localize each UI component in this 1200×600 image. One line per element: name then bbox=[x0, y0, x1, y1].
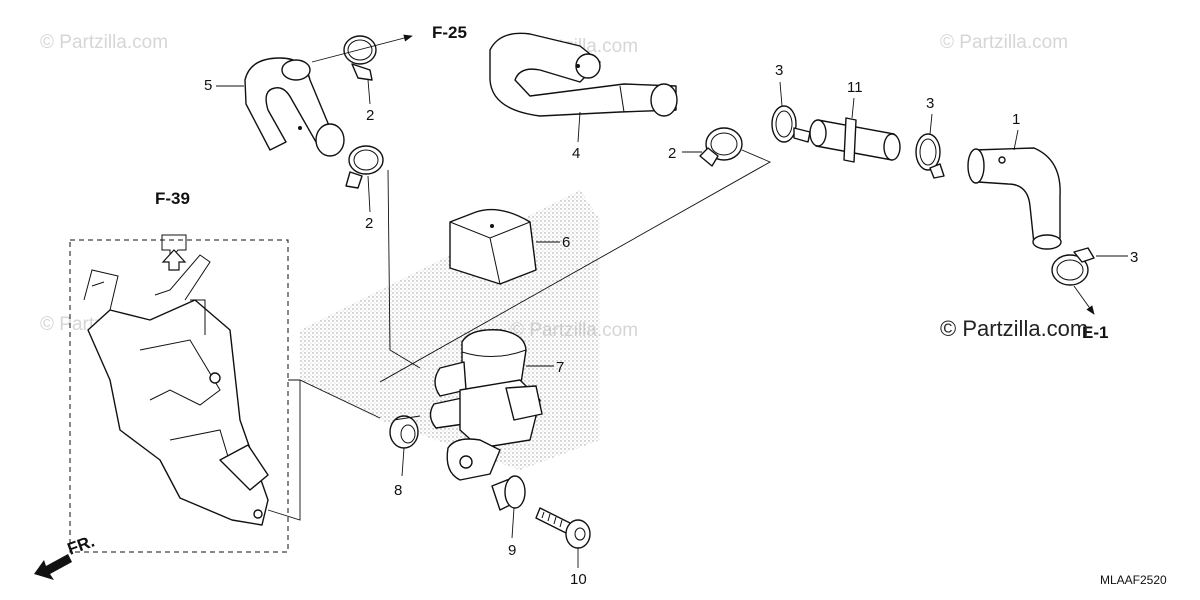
callout-5: 5 bbox=[204, 77, 212, 94]
callout-10: 10 bbox=[570, 571, 587, 588]
callout-8: 8 bbox=[394, 482, 402, 499]
part-1-elbow bbox=[967, 147, 1062, 250]
watermark-main: © Partzilla.com bbox=[940, 316, 1088, 341]
callout-2: 2 bbox=[365, 215, 373, 232]
callout-3: 3 bbox=[1130, 249, 1138, 266]
callout-2: 2 bbox=[668, 145, 676, 162]
ref-f25: F-25 bbox=[432, 23, 467, 42]
part-10-bolt bbox=[535, 507, 591, 549]
callout-4: 4 bbox=[572, 145, 580, 162]
part-6-cover bbox=[449, 208, 537, 285]
part-3-clamp bbox=[1051, 247, 1095, 286]
part-7-valve bbox=[429, 329, 543, 481]
part-3-clamp bbox=[771, 105, 811, 143]
callout-6: 6 bbox=[562, 234, 570, 251]
watermark: © Partzilla.com bbox=[940, 32, 1068, 53]
part-9-collar bbox=[491, 475, 526, 511]
bracket-drawing bbox=[83, 254, 269, 526]
arrow-to-e1 bbox=[1073, 285, 1095, 315]
callout-7: 7 bbox=[556, 359, 564, 376]
callout-3: 3 bbox=[775, 62, 783, 79]
part-4-hose bbox=[489, 32, 678, 117]
part-2-clamp bbox=[345, 145, 384, 189]
arrow-to-f25 bbox=[311, 34, 413, 63]
bracket-assembly-box bbox=[69, 239, 289, 553]
part-3-clamp bbox=[915, 133, 945, 179]
callout-1: 1 bbox=[1012, 111, 1020, 128]
part-11-joint bbox=[809, 117, 901, 163]
up-arrow-icon bbox=[161, 249, 187, 271]
callout-11: 11 bbox=[847, 79, 863, 96]
callout-9: 9 bbox=[508, 542, 516, 559]
diagram-code: MLAAF2520 bbox=[1100, 573, 1167, 587]
callout-3: 3 bbox=[926, 95, 934, 112]
part-2-clamp bbox=[699, 127, 743, 167]
part-2-clamp bbox=[343, 35, 377, 81]
callout-2: 2 bbox=[366, 107, 374, 124]
front-direction-arrow-icon bbox=[34, 554, 72, 580]
watermark: © Partzilla.com bbox=[40, 32, 168, 53]
ref-fr: FR. bbox=[65, 532, 97, 559]
ref-f39: F-39 bbox=[155, 189, 190, 208]
part-5-hose bbox=[244, 57, 345, 157]
ref-e1: E-1 bbox=[1082, 323, 1108, 342]
